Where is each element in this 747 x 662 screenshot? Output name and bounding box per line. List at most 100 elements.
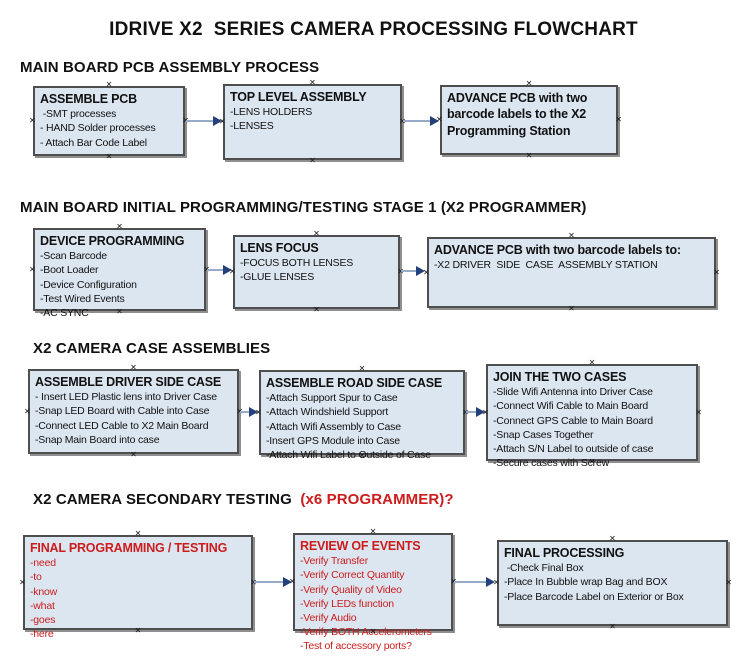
flow-box-assemble-road-side-case[interactable]: ASSEMBLE ROAD SIDE CASE -Attach Support … [255,365,469,461]
connector-handle-icon[interactable]: ✕ [116,222,123,231]
connector-handle-icon[interactable]: ✕ [615,115,622,124]
box-item-line: -Attach S/N Label to outside of case [493,442,654,455]
box-item-line: -Slide Wifi Antenna into Driver Case [493,386,653,399]
arrow-line [186,120,214,122]
flow-box-device-programming[interactable]: DEVICE PROGRAMMING -Scan Barcode-Boot Lo… [29,223,210,319]
connector-handle-icon[interactable]: ✕ [313,305,320,314]
box-title: REVIEW OF EVENTS [300,539,421,553]
flow-arrow-top-level-to-advance-pcb[interactable] [403,116,439,126]
box-items: -X2 DRIVER SIDE CASE ASSEMBLY STATION [434,258,709,272]
connector-handle-icon[interactable]: ✕ [588,358,596,367]
connector-handle-icon[interactable]: ✕ [358,451,366,460]
flow-arrow-device-programming-to-lens-focus[interactable] [207,265,232,275]
flow-box-advance-pcb-to-driver-side-station[interactable]: ADVANCE PCB with two barcode labels to: … [423,232,720,313]
connector-handle-icon[interactable]: ✕ [134,626,142,635]
box-item-line: - Attach Bar Code Label [40,136,147,149]
flow-box-review-of-events[interactable]: REVIEW OF EVENTS -Verify Transfer-Verify… [289,528,457,653]
connector-handle-icon[interactable]: ✕ [713,267,720,277]
connector-handle-icon[interactable]: ✕ [695,407,702,417]
connector-handle-icon[interactable]: ✕ [568,304,575,313]
box-item-line: -what [30,599,55,612]
connector-handle-icon[interactable]: ✕ [203,265,210,274]
flow-arrow-road-case-to-join-cases[interactable] [466,407,485,417]
box-item-line: -Device Configuration [40,278,137,291]
connector-handle-icon[interactable]: ✕ [423,267,430,277]
connector-handle-icon[interactable]: ✕ [236,407,243,416]
connector-handle-icon[interactable]: ✕ [105,80,113,89]
connector-handle-icon[interactable]: ✕ [24,406,31,416]
connector-handle-icon[interactable]: ✕ [609,534,616,543]
connector-handle-icon[interactable]: ✕ [219,117,226,126]
connector-handle-icon[interactable]: ✕ [105,152,113,161]
flow-arrow-lens-focus-to-advance-pcb[interactable] [401,266,425,276]
box-items: -Scan Barcode-Boot Loader-Device Configu… [40,249,199,320]
box-title: JOIN THE TWO CASES [493,370,627,384]
connector-handle-icon[interactable]: ✕ [130,363,137,372]
connector-handle-icon[interactable]: ✕ [250,578,257,587]
connector-handle-icon[interactable]: ✕ [725,578,732,587]
arrow-line [403,120,431,122]
section-heading-initial-programming: MAIN BOARD INITIAL PROGRAMMING/TESTING S… [20,199,587,216]
flow-box-assemble-pcb[interactable]: ASSEMBLE PCB -SMT processes- HAND Solder… [29,81,189,161]
section-heading-accent-text: (x6 PROGRAMMER)? [296,491,454,508]
connector-handle-icon[interactable]: ✕ [309,78,316,87]
box-items: -need-to-know-what-goes-here [30,556,246,641]
connector-handle-icon[interactable]: ✕ [130,450,137,459]
connector-handle-icon[interactable]: ✕ [369,527,377,536]
connector-handle-icon[interactable]: ✕ [525,79,533,88]
flow-arrow-driver-case-to-road-case[interactable] [240,407,258,417]
box-item-line: -Verify LEDs function [300,597,394,610]
flow-box-top-level-assembly[interactable]: TOP LEVEL ASSEMBLY -LENS HOLDERS-LENSES … [219,79,406,165]
connector-handle-icon[interactable]: ✕ [134,529,142,538]
flow-box-advance-pcb-to-programming-station[interactable]: ADVANCE PCB with two barcode labels to t… [436,80,622,160]
flow-arrow-final-programming-to-review[interactable] [254,577,292,587]
arrow-head-icon [283,577,292,587]
box-title: DEVICE PROGRAMMING [40,234,185,248]
connector-handle-icon[interactable]: ✕ [397,268,404,276]
connector-handle-icon[interactable]: ✕ [462,408,469,417]
arrow-line [466,411,477,413]
connector-handle-icon[interactable]: ✕ [568,231,575,240]
box-item-line: -Snap Main Board into case [35,433,160,446]
box-item-line: -Verify Quality of Video [300,583,402,596]
connector-handle-icon[interactable]: ✕ [289,577,296,586]
flow-arrow-review-to-final-processing[interactable] [454,577,495,587]
page-title: IDRIVE X2 SERIES CAMERA PROCESSING FLOWC… [109,19,638,40]
box-item-line: -LENS HOLDERS [230,106,313,119]
connector-handle-icon[interactable]: ✕ [313,229,320,238]
flow-box-join-the-two-cases[interactable]: JOIN THE TWO CASES -Slide Wifi Antenna i… [482,359,702,470]
connector-handle-icon[interactable]: ✕ [255,407,262,417]
connector-handle-icon[interactable]: ✕ [19,577,26,587]
flow-arrow-assemble-pcb-to-top-level[interactable] [186,116,222,126]
connector-handle-icon[interactable]: ✕ [29,264,36,274]
connector-handle-icon[interactable]: ✕ [29,116,36,125]
box-item-line: -to [30,571,42,584]
connector-handle-icon[interactable]: ✕ [369,627,377,636]
arrow-line [207,269,224,271]
flow-box-assemble-driver-side-case[interactable]: ASSEMBLE DRIVER SIDE CASE - Insert LED P… [24,364,243,459]
connector-handle-icon[interactable]: ✕ [450,578,457,586]
box-item-line: -Scan Barcode [40,250,107,263]
connector-handle-icon[interactable]: ✕ [116,307,123,316]
connector-handle-icon[interactable]: ✕ [436,115,443,124]
box-item-line: -Place Barcode Label on Exterior or Box [504,590,684,603]
flow-box-final-programming-testing[interactable]: FINAL PROGRAMMING / TESTING -need-to-kno… [19,530,257,641]
connector-handle-icon[interactable]: ✕ [493,578,500,587]
box-item-line: -Verify BOTH Accelerometers [300,626,432,639]
connector-handle-icon[interactable]: ✕ [609,622,616,631]
connector-handle-icon[interactable]: ✕ [358,364,366,373]
connector-handle-icon[interactable]: ✕ [399,118,406,126]
connector-handle-icon[interactable]: ✕ [588,457,596,466]
box-item-line: -Snap Cases Together [493,428,594,441]
section-heading-text: X2 CAMERA CASE ASSEMBLIES [33,340,271,357]
flow-box-final-processing[interactable]: FINAL PROCESSING -Check Final Box-Place … [493,535,732,631]
box-item-line: -Connect LED Cable to X2 Main Board [35,419,209,432]
connector-handle-icon[interactable]: ✕ [182,117,189,125]
connector-handle-icon[interactable]: ✕ [309,156,316,165]
connector-handle-icon[interactable]: ✕ [525,151,533,160]
connector-handle-icon[interactable]: ✕ [229,267,236,276]
connector-handle-icon[interactable]: ✕ [482,407,489,417]
flow-box-lens-focus[interactable]: LENS FOCUS -FOCUS BOTH LENSES-GLUE LENSE… [229,230,404,314]
box-item-line: -goes [30,613,56,626]
box-title: FINAL PROGRAMMING / TESTING [30,541,228,555]
